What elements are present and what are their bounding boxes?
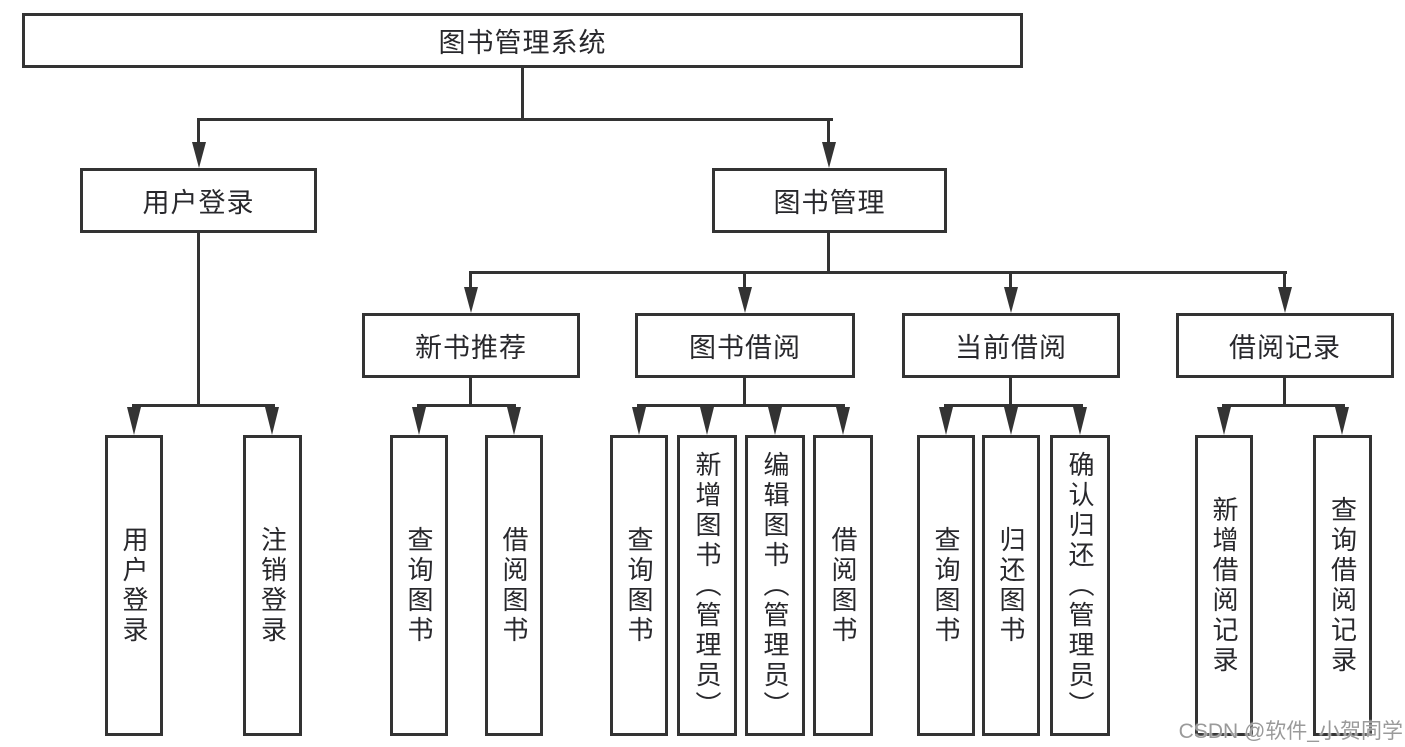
arrowhead-down: [822, 142, 836, 168]
leaf-user-login: 用户登录: [105, 435, 163, 736]
leaf-return-book: 归还图书: [982, 435, 1040, 736]
arrowhead-down: [738, 287, 752, 313]
leaf-query-book-borrow: 查询图书: [610, 435, 668, 736]
leaf-label: 借阅图书: [828, 525, 858, 646]
arrowhead-down: [768, 407, 782, 435]
leaf-query-borrow-record: 查询借阅记录: [1313, 435, 1372, 736]
arrowhead-down: [464, 287, 478, 313]
connector-line: [469, 271, 1287, 274]
leaf-label: 查询图书: [624, 525, 654, 646]
leaf-query-book-recommend: 查询图书: [390, 435, 448, 736]
connector-line: [197, 118, 833, 121]
connector-line: [1283, 271, 1286, 290]
arrowhead-down: [1004, 287, 1018, 313]
connector-line: [197, 231, 200, 407]
leaf-label: 归还图书: [996, 525, 1026, 646]
connector-line: [827, 118, 830, 146]
arrowhead-down: [1004, 407, 1018, 435]
arrowhead-down: [1278, 287, 1292, 313]
leaf-add-book-admin: 新增图书（管理员）: [677, 435, 737, 736]
arrowhead-down: [632, 407, 646, 435]
connector-line: [743, 376, 746, 407]
arrowhead-down: [1335, 407, 1349, 435]
leaf-query-book-current: 查询图书: [917, 435, 975, 736]
connector-line: [1283, 376, 1286, 407]
leaf-label: 注销登录: [257, 525, 288, 646]
leaf-logout: 注销登录: [243, 435, 302, 736]
leaf-label: 借阅图书: [499, 525, 529, 646]
arrowhead-down: [700, 407, 714, 435]
node-borrow-records: 借阅记录: [1176, 313, 1394, 378]
connector-line: [417, 404, 516, 407]
connector-line: [469, 271, 472, 290]
arrowhead-down: [507, 407, 521, 435]
connector-line: [197, 118, 200, 146]
arrowhead-down: [412, 407, 426, 435]
csdn-watermark: CSDN @软件_小贺同学: [1178, 720, 1403, 743]
connector-line: [469, 376, 472, 407]
connector-line: [521, 66, 524, 120]
leaf-label: 编辑图书（管理员）: [760, 450, 790, 721]
leaf-borrow-book: 借阅图书: [813, 435, 873, 736]
leaf-label: 查询借阅记录: [1327, 495, 1358, 676]
connector-line: [637, 404, 845, 407]
leaf-edit-book-admin: 编辑图书（管理员）: [745, 435, 805, 736]
leaf-borrow-book-recommend: 借阅图书: [485, 435, 543, 736]
connector-line: [743, 271, 746, 290]
leaf-label: 查询图书: [931, 525, 961, 646]
arrowhead-down: [265, 407, 279, 435]
node-book-management: 图书管理: [712, 168, 947, 233]
connector-line: [944, 404, 1083, 407]
node-new-book-recommend: 新书推荐: [362, 313, 580, 378]
node-user-login: 用户登录: [80, 168, 317, 233]
arrowhead-down: [1073, 407, 1087, 435]
node-book-borrow: 图书借阅: [635, 313, 855, 378]
connector-line: [1009, 376, 1012, 407]
arrowhead-down: [939, 407, 953, 435]
node-current-borrow: 当前借阅: [902, 313, 1120, 378]
arrowhead-down: [192, 142, 206, 168]
connector-line: [1222, 404, 1345, 407]
leaf-confirm-return-admin: 确认归还（管理员）: [1050, 435, 1110, 736]
node-root-system: 图书管理系统: [22, 13, 1023, 68]
leaf-label: 用户登录: [119, 525, 149, 646]
leaf-label: 新增图书（管理员）: [692, 450, 722, 721]
leaf-label: 查询图书: [404, 525, 434, 646]
arrowhead-down: [127, 407, 141, 435]
connector-line: [1009, 271, 1012, 290]
leaf-label: 新增借阅记录: [1209, 495, 1239, 676]
connector-line: [132, 404, 275, 407]
connector-line: [827, 231, 830, 274]
leaf-label: 确认归还（管理员）: [1065, 450, 1095, 721]
arrowhead-down: [836, 407, 850, 435]
arrowhead-down: [1217, 407, 1231, 435]
leaf-add-borrow-record: 新增借阅记录: [1195, 435, 1253, 736]
